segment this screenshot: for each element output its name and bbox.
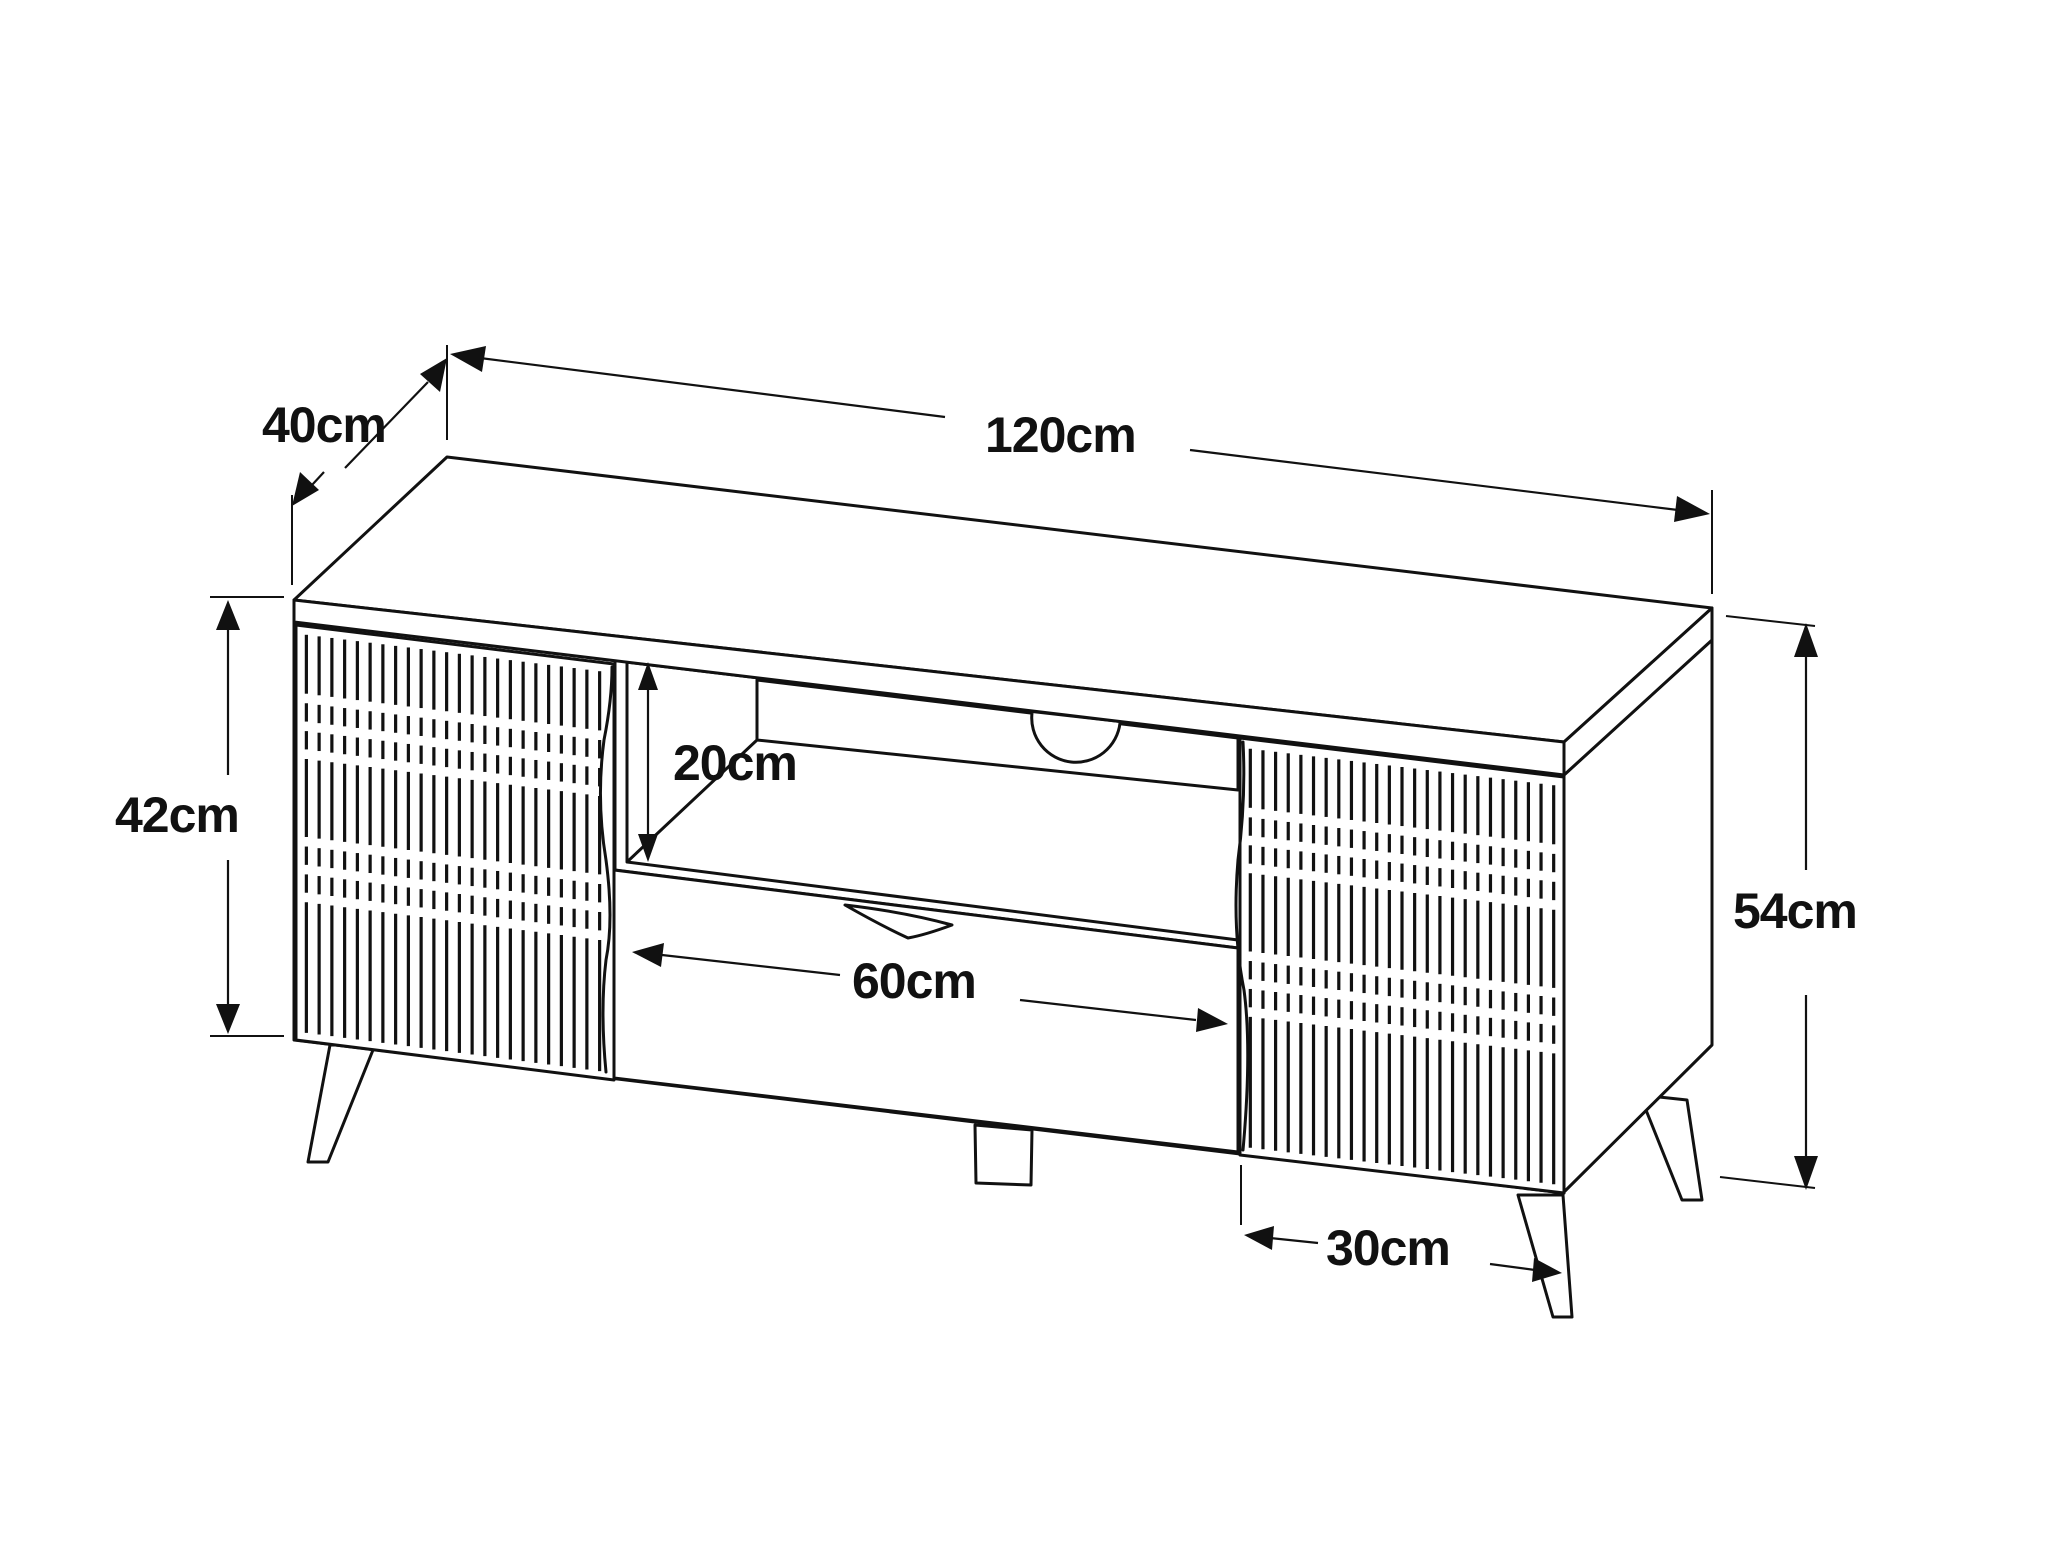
dim-depth: 40cm — [262, 358, 447, 506]
leg-front-right — [1516, 1193, 1574, 1319]
left-door-slats — [304, 634, 602, 1072]
cable-hole — [1030, 712, 1122, 764]
right-door — [1234, 736, 1566, 1195]
right-door-slats — [1248, 748, 1556, 1185]
dim-cabinet-height: 42cm — [115, 600, 240, 1034]
leg-back-right — [1638, 1093, 1704, 1202]
leg-back-middle — [973, 1123, 1034, 1187]
label-cabinet-height: 42cm — [115, 787, 239, 843]
dim-door-width: 30cm — [1244, 1220, 1562, 1282]
tabletop — [292, 455, 1714, 777]
label-drawer-width: 60cm — [852, 953, 976, 1009]
right-door-handle-groove — [1234, 740, 1250, 1152]
dimension-lines: 120cm 40cm 42cm 54cm — [115, 345, 1858, 1282]
label-width: 120cm — [985, 407, 1136, 463]
drawer-handle — [843, 903, 954, 940]
open-shelf — [613, 646, 1240, 950]
label-total-height: 54cm — [1733, 883, 1857, 939]
dim-shelf-height: 20cm — [638, 662, 798, 862]
dim-total-height: 54cm — [1733, 623, 1858, 1190]
left-door-handle-groove — [598, 665, 614, 1074]
label-shelf-height: 20cm — [673, 735, 797, 791]
label-door-width: 30cm — [1326, 1220, 1450, 1276]
dim-drawer-width: 60cm — [632, 943, 1228, 1032]
label-depth: 40cm — [262, 397, 386, 453]
dim-width: 120cm — [450, 346, 1710, 522]
left-door — [294, 623, 616, 1082]
top-side-edge — [1562, 606, 1714, 777]
leg-front-left — [306, 1043, 377, 1164]
legs — [306, 1043, 1704, 1319]
